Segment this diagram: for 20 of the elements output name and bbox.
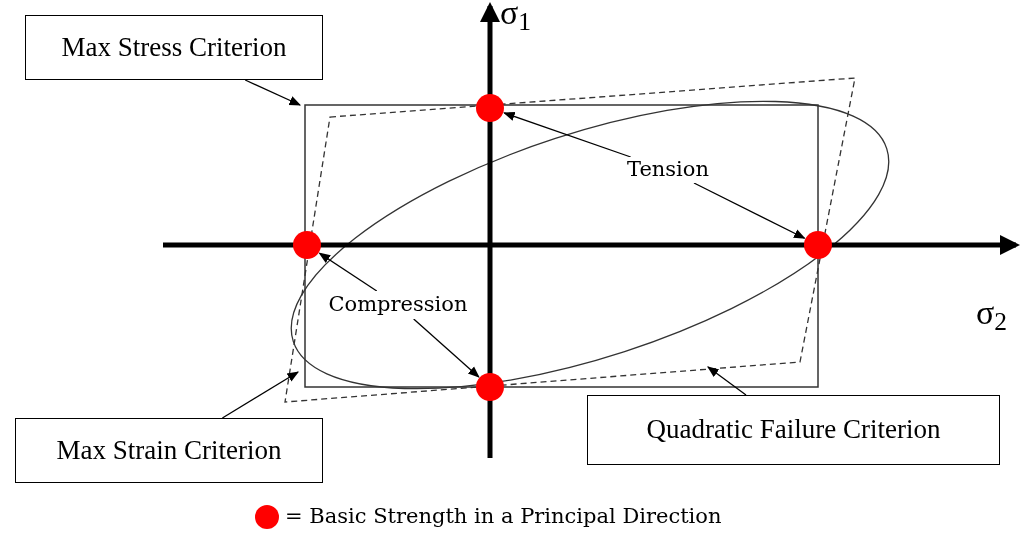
callout-text: Max Strain Criterion — [56, 433, 282, 467]
callout-text: Quadratic Failure Criterion — [646, 413, 941, 447]
callout-box — [587, 395, 1000, 465]
leader-arrow — [221, 371, 299, 419]
axis-label: σ$_{2}$ — [976, 296, 1008, 330]
strength-point — [476, 94, 504, 122]
strength-point — [293, 231, 321, 259]
strength-point — [804, 231, 832, 259]
axis-label: σ$_{1}$ — [500, 0, 532, 30]
callout-box — [15, 418, 323, 483]
callout-text: Max Stress Criterion — [61, 30, 287, 64]
leader-arrow — [693, 182, 806, 239]
leader-arrow — [413, 318, 480, 378]
callout-box — [25, 15, 323, 80]
leader-arrow — [707, 366, 747, 396]
leader-arrow — [318, 252, 378, 292]
leader-arrow — [503, 112, 632, 158]
strength-point — [476, 373, 504, 401]
legend-text: = Basic Strength in a Principal Direction — [285, 503, 722, 530]
leader-arrow — [244, 79, 302, 106]
